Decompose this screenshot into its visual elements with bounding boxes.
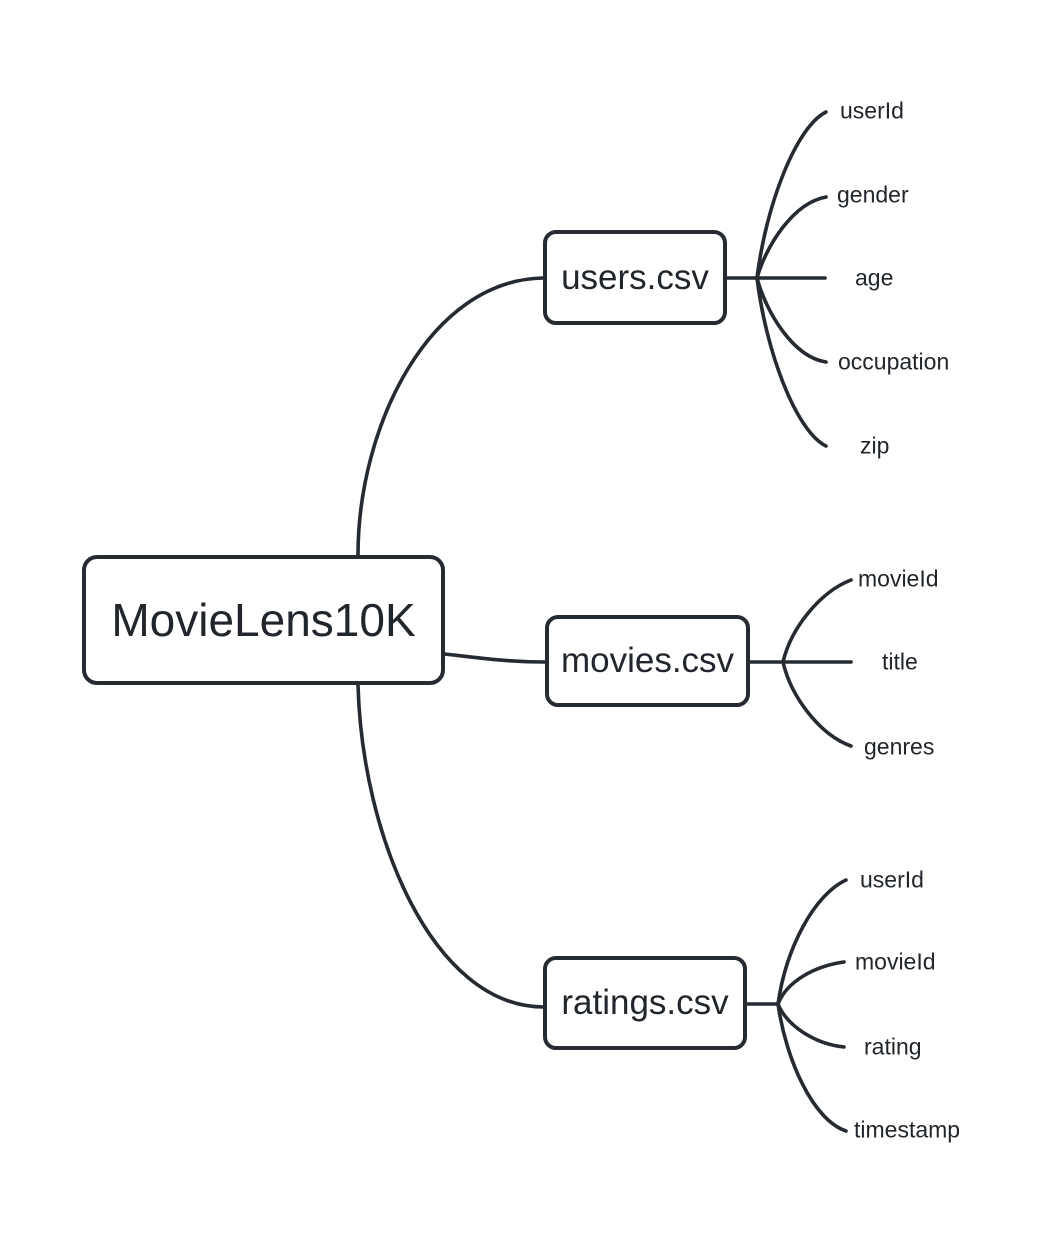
branch-node-label: users.csv [561, 257, 709, 297]
leaf-label-users-occupation: occupation [838, 348, 950, 375]
edge-users-userid [755, 110, 828, 280]
edge-users-zip [755, 276, 828, 448]
edge-ratings-userid [776, 878, 848, 1006]
edge-users-occupation [755, 276, 828, 364]
leaf-label-ratings-rating: rating [864, 1033, 922, 1060]
edge-movies-genres [781, 660, 853, 748]
branch-node-users-csv: users.csv [543, 230, 727, 325]
branch-node-label: movies.csv [560, 641, 735, 680]
leaf-label-ratings-timestamp: timestamp [854, 1116, 961, 1143]
root-node-label: MovieLens10K [111, 594, 416, 646]
leaf-label-movies-movieid: movieId [858, 565, 939, 592]
leaf-label-users-age: age [855, 264, 894, 291]
edge-root-ratings [356, 683, 545, 1009]
edge-ratings-timestamp [776, 1002, 848, 1133]
leaf-label-users-gender: gender [837, 181, 909, 208]
edge-root-users [356, 276, 545, 557]
edge-users-gender [755, 195, 828, 280]
leaf-label-ratings-userid: userId [860, 866, 924, 893]
edge-ratings-movieid [776, 960, 846, 1006]
leaf-label-ratings-movieid: movieId [855, 948, 936, 975]
root-node: MovieLens10K [82, 555, 445, 685]
edge-movies-movieid [781, 578, 853, 664]
branch-node-movies-csv: movies.csv [545, 615, 750, 707]
branch-node-label: ratings.csv [561, 983, 729, 1022]
leaf-label-movies-title: title [882, 648, 918, 675]
leaf-label-users-zip: zip [860, 432, 890, 459]
edge-root-movies [443, 652, 547, 664]
leaf-label-users-userid: userId [840, 97, 904, 124]
leaf-label-movies-genres: genres [864, 733, 935, 760]
edge-ratings-rating [776, 1002, 846, 1049]
branch-node-ratings-csv: ratings.csv [543, 956, 747, 1050]
